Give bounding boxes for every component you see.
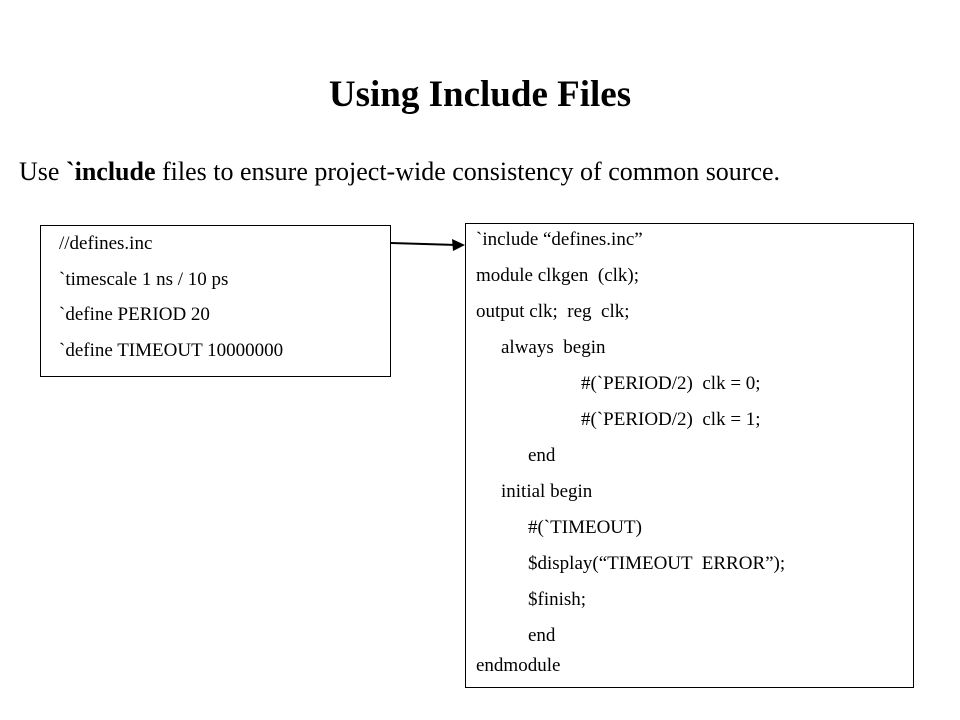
module-line: end <box>528 625 556 646</box>
module-line: end <box>528 445 556 466</box>
defines-file-box: //defines.inc `timescale 1 ns / 10 ps `d… <box>40 225 391 377</box>
module-line: `include “defines.inc” <box>476 229 643 250</box>
defines-line: `timescale 1 ns / 10 ps <box>59 269 229 290</box>
module-line: $display(“TIMEOUT ERROR”); <box>528 553 786 574</box>
slide-title: Using Include Files <box>328 74 632 115</box>
module-line: initial begin <box>501 481 593 502</box>
defines-line: //defines.inc <box>59 233 153 254</box>
subtitle-keyword: `include <box>65 157 156 186</box>
module-line: endmodule <box>476 655 561 676</box>
subtitle-prefix: Use <box>19 157 66 186</box>
module-line: always begin <box>501 337 606 358</box>
slide-subtitle: Use `include files to ensure project-wid… <box>19 154 780 190</box>
subtitle-suffix: files to ensure project-wide consistency… <box>155 157 781 186</box>
defines-line: `define TIMEOUT 10000000 <box>59 340 284 361</box>
module-line: #(`PERIOD/2) clk = 0; <box>581 373 761 394</box>
module-line: #(`PERIOD/2) clk = 1; <box>581 409 761 430</box>
module-file-box: `include “defines.inc” module clkgen (cl… <box>465 223 914 688</box>
arrow-icon <box>391 239 465 251</box>
module-line: $finish; <box>528 589 587 610</box>
defines-line: `define PERIOD 20 <box>59 304 210 325</box>
module-line: #(`TIMEOUT) <box>528 517 642 538</box>
module-line: module clkgen (clk); <box>476 265 640 286</box>
module-line: output clk; reg clk; <box>476 301 630 322</box>
